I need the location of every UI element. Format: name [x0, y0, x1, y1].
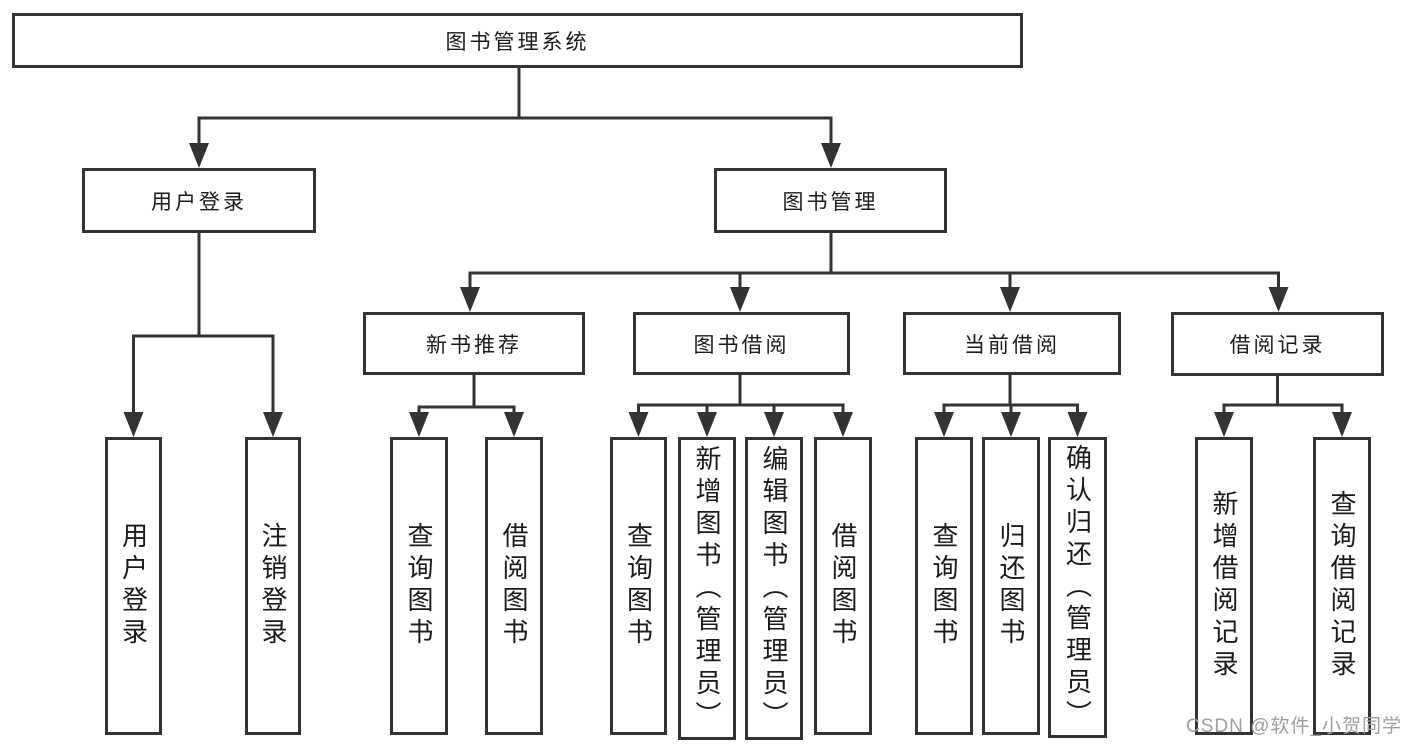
leaf-borrowing-add-books-admin-label: 新增图书（管理员）	[692, 444, 722, 733]
leaf-current-return-books: 归还图书	[982, 437, 1040, 735]
node-user-login: 用户登录	[82, 168, 316, 233]
leaf-borrowing-add-books-admin: 新增图书（管理员）	[678, 437, 736, 740]
leaf-newbook-query-books-label: 查询图书	[404, 522, 434, 650]
node-book-management: 图书管理	[714, 168, 947, 233]
leaf-user-login: 用户登录	[105, 437, 162, 735]
leaf-borrowing-edit-books-admin: 编辑图书（管理员）	[745, 437, 803, 740]
leaf-borrowing-query-books: 查询图书	[610, 437, 667, 735]
leaf-borrowing-borrow-books: 借阅图书	[814, 437, 872, 735]
node-book-borrowing-label: 图书借阅	[693, 333, 790, 357]
node-library-system: 图书管理系统	[12, 13, 1023, 68]
leaf-newbook-borrow-books-label: 借阅图书	[499, 522, 529, 650]
leaf-current-confirm-return-admin-label: 确认归还（管理员）	[1062, 443, 1093, 732]
leaf-current-confirm-return-admin: 确认归还（管理员）	[1048, 437, 1107, 738]
node-current-borrowing-label: 当前借阅	[964, 333, 1060, 357]
node-current-borrowing: 当前借阅	[903, 312, 1121, 375]
leaf-records-query-record: 查询借阅记录	[1313, 437, 1371, 735]
node-new-book-recommend: 新书推荐	[363, 312, 585, 375]
leaf-current-return-books-label: 归还图书	[996, 522, 1026, 650]
leaf-borrowing-borrow-books-label: 借阅图书	[828, 522, 858, 650]
leaf-borrowing-edit-books-admin-label: 编辑图书（管理员）	[759, 444, 789, 733]
leaf-newbook-borrow-books: 借阅图书	[485, 437, 543, 735]
leaf-current-query-books: 查询图书	[915, 437, 973, 735]
leaf-logout: 注销登录	[245, 437, 301, 735]
leaf-records-add-record-label: 新增借阅记录	[1209, 490, 1239, 682]
leaf-records-add-record: 新增借阅记录	[1195, 437, 1253, 735]
node-book-borrowing: 图书借阅	[633, 312, 850, 375]
node-user-login-label: 用户登录	[151, 190, 247, 214]
node-library-system-label: 图书管理系统	[445, 30, 590, 54]
node-borrowing-records-label: 借阅记录	[1229, 334, 1326, 357]
leaf-newbook-query-books: 查询图书	[390, 437, 448, 735]
node-new-book-recommend-label: 新书推荐	[426, 333, 522, 357]
leaf-borrowing-query-books-label: 查询图书	[623, 522, 654, 650]
leaf-records-query-record-label: 查询借阅记录	[1327, 490, 1357, 682]
csdn-watermark: CSDN @软件_小贺同学	[1186, 716, 1402, 737]
leaf-logout-label: 注销登录	[258, 522, 288, 650]
leaf-user-login-label: 用户登录	[118, 522, 149, 650]
node-book-management-label: 图书管理	[782, 190, 879, 214]
node-borrowing-records: 借阅记录	[1171, 312, 1384, 376]
leaf-current-query-books-label: 查询图书	[929, 522, 959, 650]
